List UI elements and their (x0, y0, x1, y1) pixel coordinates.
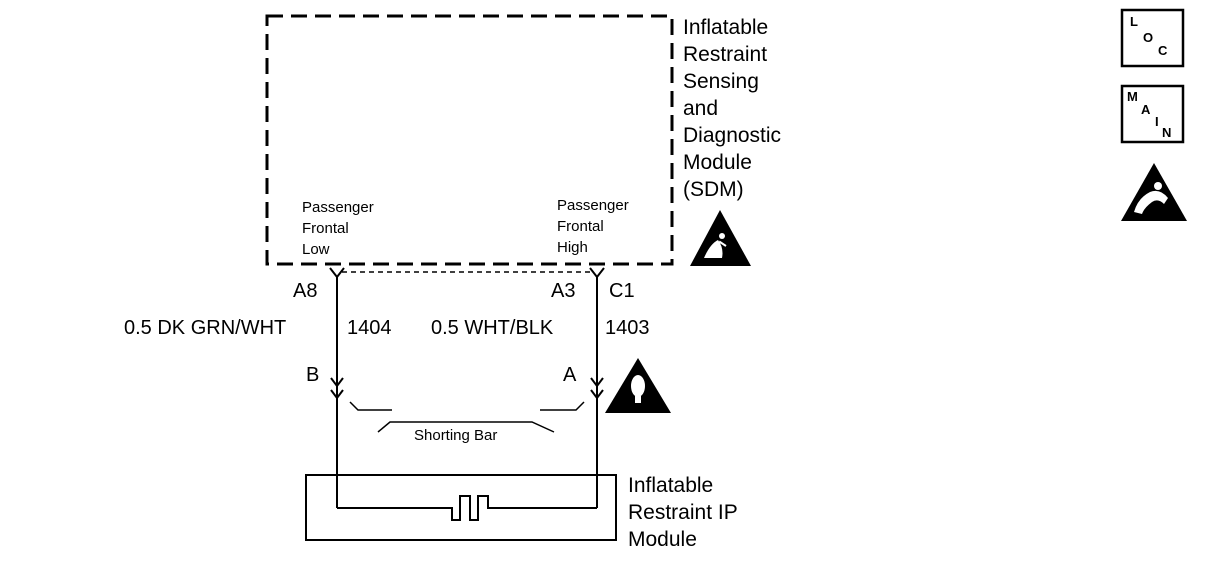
pin-high-line-1: Passenger (557, 197, 629, 214)
pin-high-line-3: High (557, 239, 588, 256)
main-letter-m: M (1127, 89, 1138, 104)
ip-module-label-line-2: Restraint IP (628, 501, 738, 524)
sdm-label-line-5: Diagnostic (683, 124, 781, 147)
connector-terminal-a3 (589, 267, 605, 279)
sdm-label-line-3: Sensing (683, 70, 759, 93)
pin-a-label: A (563, 364, 577, 386)
sdm-label-line-7: (SDM) (683, 178, 744, 201)
loc-letter-o: O (1143, 30, 1153, 45)
loc-letter-l: L (1130, 14, 1138, 29)
ip-module-box (305, 474, 617, 541)
sdm-label: Inflatable Restraint Sensing and Diagnos… (683, 16, 781, 201)
main-icon[interactable]: M A I N (1120, 84, 1185, 144)
sdm-box (265, 14, 674, 266)
esd-warning-icon (690, 210, 751, 266)
connector-terminal-a8 (329, 267, 345, 279)
pin-c1-label: C1 (609, 280, 635, 302)
sdm-label-line-6: Module (683, 151, 752, 174)
wire-right-color: 0.5 WHT/BLK (431, 317, 554, 339)
ip-module-label: Inflatable Restraint IP Module (628, 474, 738, 551)
pin-low-line-2: Frontal (302, 220, 349, 237)
shorting-bar-label: Shorting Bar (414, 427, 497, 444)
wire-left-color: 0.5 DK GRN/WHT (124, 317, 286, 339)
main-letter-i: I (1155, 114, 1159, 129)
wire-right-circuit: 1403 (605, 317, 650, 339)
main-letter-a: A (1141, 102, 1151, 117)
ip-module-label-line-3: Module (628, 528, 697, 551)
shorting-bar (349, 401, 585, 433)
sdm-label-line-4: and (683, 97, 718, 120)
pin-a3-label: A3 (551, 280, 575, 302)
inflator-caution-icon[interactable] (1121, 163, 1187, 221)
sdm-label-line-1: Inflatable (683, 16, 768, 39)
main-letter-n: N (1162, 125, 1171, 140)
pin-low-line-3: Low (302, 241, 330, 258)
loc-letter-c: C (1158, 43, 1168, 58)
ip-module-label-line-1: Inflatable (628, 474, 713, 497)
pin-label-passenger-frontal-low: Passenger Frontal Low (302, 199, 374, 258)
airbag-warning-icon (605, 358, 671, 413)
pin-high-line-2: Frontal (557, 218, 604, 235)
pin-label-passenger-frontal-high: Passenger Frontal High (557, 197, 629, 256)
loc-icon[interactable]: L O C (1120, 8, 1185, 68)
pin-b-label: B (306, 364, 319, 386)
connector-terminal-b (330, 377, 344, 400)
sdm-label-line-2: Restraint (683, 43, 767, 66)
pin-low-line-1: Passenger (302, 199, 374, 216)
connector-terminal-a (590, 377, 604, 400)
pin-a8-label: A8 (293, 280, 317, 302)
wire-left-circuit: 1404 (347, 317, 392, 339)
